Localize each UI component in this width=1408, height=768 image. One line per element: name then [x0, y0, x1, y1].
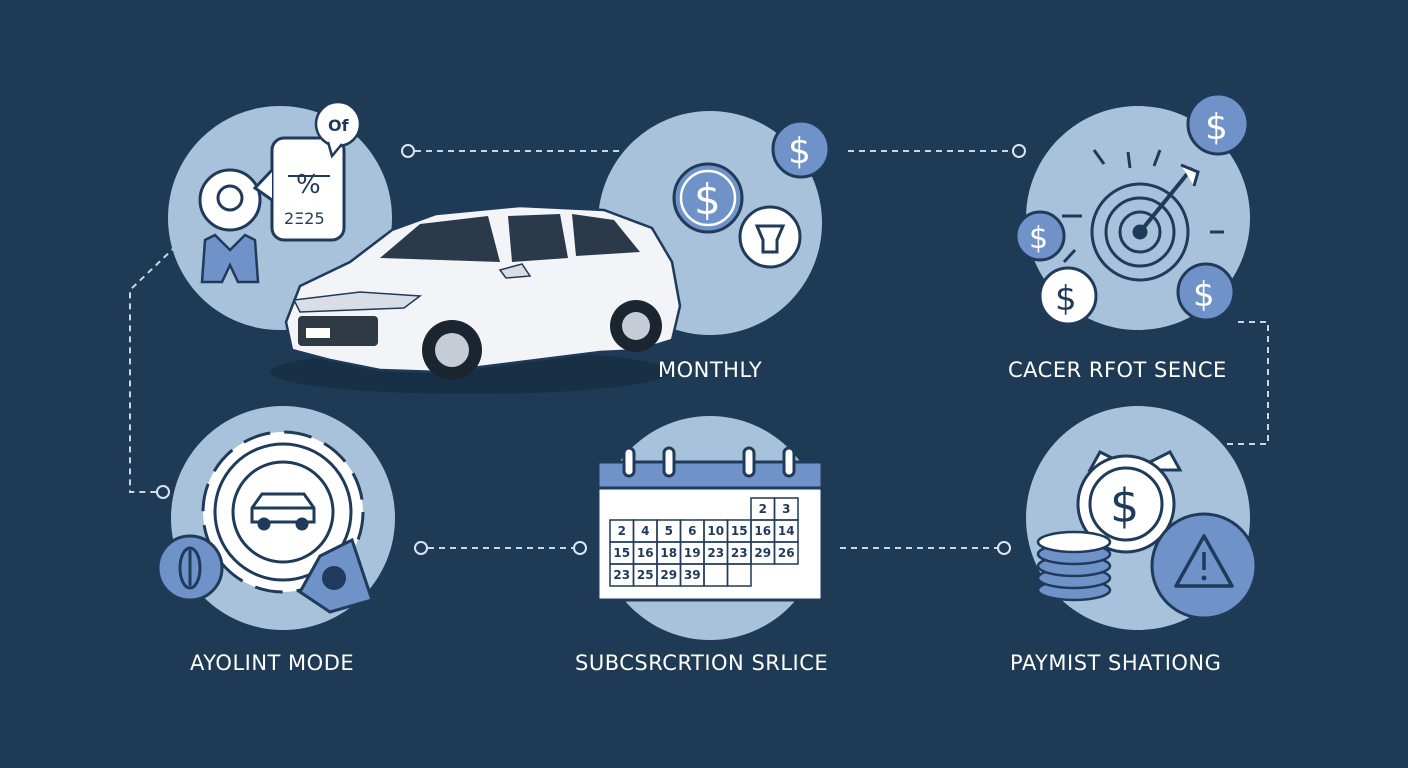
person-badge-icon — [198, 168, 262, 284]
connector-dot — [156, 485, 170, 499]
finance-icons: % 2Ξ25 Of — [198, 100, 362, 284]
calendar-date: 6 — [688, 524, 696, 538]
calendar-date: 39 — [684, 568, 701, 582]
calendar-date: 18 — [660, 546, 677, 560]
connector-dot — [1012, 144, 1026, 158]
speech-bubble-icon: Of — [314, 100, 362, 159]
calendar-date: 16 — [637, 546, 654, 560]
calendar-date: 2 — [618, 524, 626, 538]
gear-car-icons — [156, 430, 374, 614]
target-icon — [1062, 149, 1224, 282]
dollar-coin-icon: $ — [1176, 262, 1236, 322]
dollar-text: $ — [788, 131, 811, 172]
connector-dot — [997, 541, 1011, 555]
calendar-date: 15 — [613, 546, 630, 560]
connector-right-vertical — [1222, 321, 1269, 445]
bubble-text: Of — [328, 116, 350, 135]
connector-dot — [401, 144, 415, 158]
pin-icon — [298, 537, 374, 614]
ayolint-label: AYOLINT MODE — [190, 651, 355, 675]
subscription-label: SUBCSRCRTION SRLICE — [575, 651, 829, 675]
connector-dots — [156, 144, 1026, 555]
calendar-date: 14 — [778, 524, 795, 538]
coin-icon — [156, 534, 224, 602]
percent-document-icon: % 2Ξ25 — [252, 136, 346, 242]
calendar-date: 29 — [754, 546, 771, 560]
dollar-coin-icon: $ — [672, 162, 744, 234]
monthly-icons: $ $ — [672, 119, 831, 269]
calendar-rings — [622, 446, 796, 478]
calendar-date: 19 — [684, 546, 701, 560]
monthly-label: MONTHLY — [658, 358, 763, 382]
percent-text: % — [296, 170, 321, 200]
calendar-date: 26 — [778, 546, 795, 560]
dollar-text: $ — [1110, 479, 1139, 533]
calendar-date: 23 — [731, 546, 748, 560]
dollar-text: $ — [1055, 279, 1077, 319]
calendar-cell — [773, 541, 799, 565]
calendar-date: 2 — [759, 502, 767, 516]
year-text: 2Ξ25 — [284, 209, 325, 228]
gear-icon — [201, 430, 365, 594]
money-bag-icon: $ — [1076, 450, 1183, 554]
calendar-grid — [609, 497, 799, 587]
payment-warning-icons: $ — [1036, 450, 1258, 620]
coin-stack-icon — [1036, 530, 1112, 602]
dollar-text: $ — [1193, 275, 1215, 315]
dollar-coin-icon: $ — [1186, 92, 1250, 156]
calendar-date: 25 — [637, 568, 654, 582]
dollar-text: $ — [694, 175, 721, 224]
dollar-coin-icon: $ — [1038, 266, 1098, 326]
calendar-date: 23 — [613, 568, 630, 582]
connector-left-vertical — [129, 245, 177, 493]
suv-car-illustration — [270, 204, 682, 394]
calendar-date: 5 — [665, 524, 673, 538]
dollar-text: $ — [1029, 221, 1048, 256]
target-icons: $ $ $ $ — [1014, 92, 1250, 326]
dollar-coin-icon: $ — [1014, 210, 1066, 262]
calendar-date: 23 — [707, 546, 724, 560]
calendar-date: 16 — [754, 524, 771, 538]
car-icon — [250, 492, 316, 531]
calendar-date: 3 — [782, 502, 790, 516]
connector-dot — [573, 541, 587, 555]
calendar-cell — [726, 563, 752, 587]
warning-icon — [1150, 512, 1258, 620]
calendar-date: 15 — [731, 524, 748, 538]
calendar-date: 10 — [707, 524, 724, 538]
calendar-date: 29 — [660, 568, 677, 582]
calendar-date: 4 — [641, 524, 649, 538]
paymist-label: PAYMIST SHATIONG — [1010, 651, 1222, 675]
connector-dot — [414, 541, 428, 555]
bell-icon — [738, 205, 802, 269]
dollar-text: $ — [1205, 107, 1228, 148]
cacer-label: CACER RFOT SENCE — [1008, 358, 1227, 382]
dollar-coin-icon: $ — [771, 119, 831, 179]
